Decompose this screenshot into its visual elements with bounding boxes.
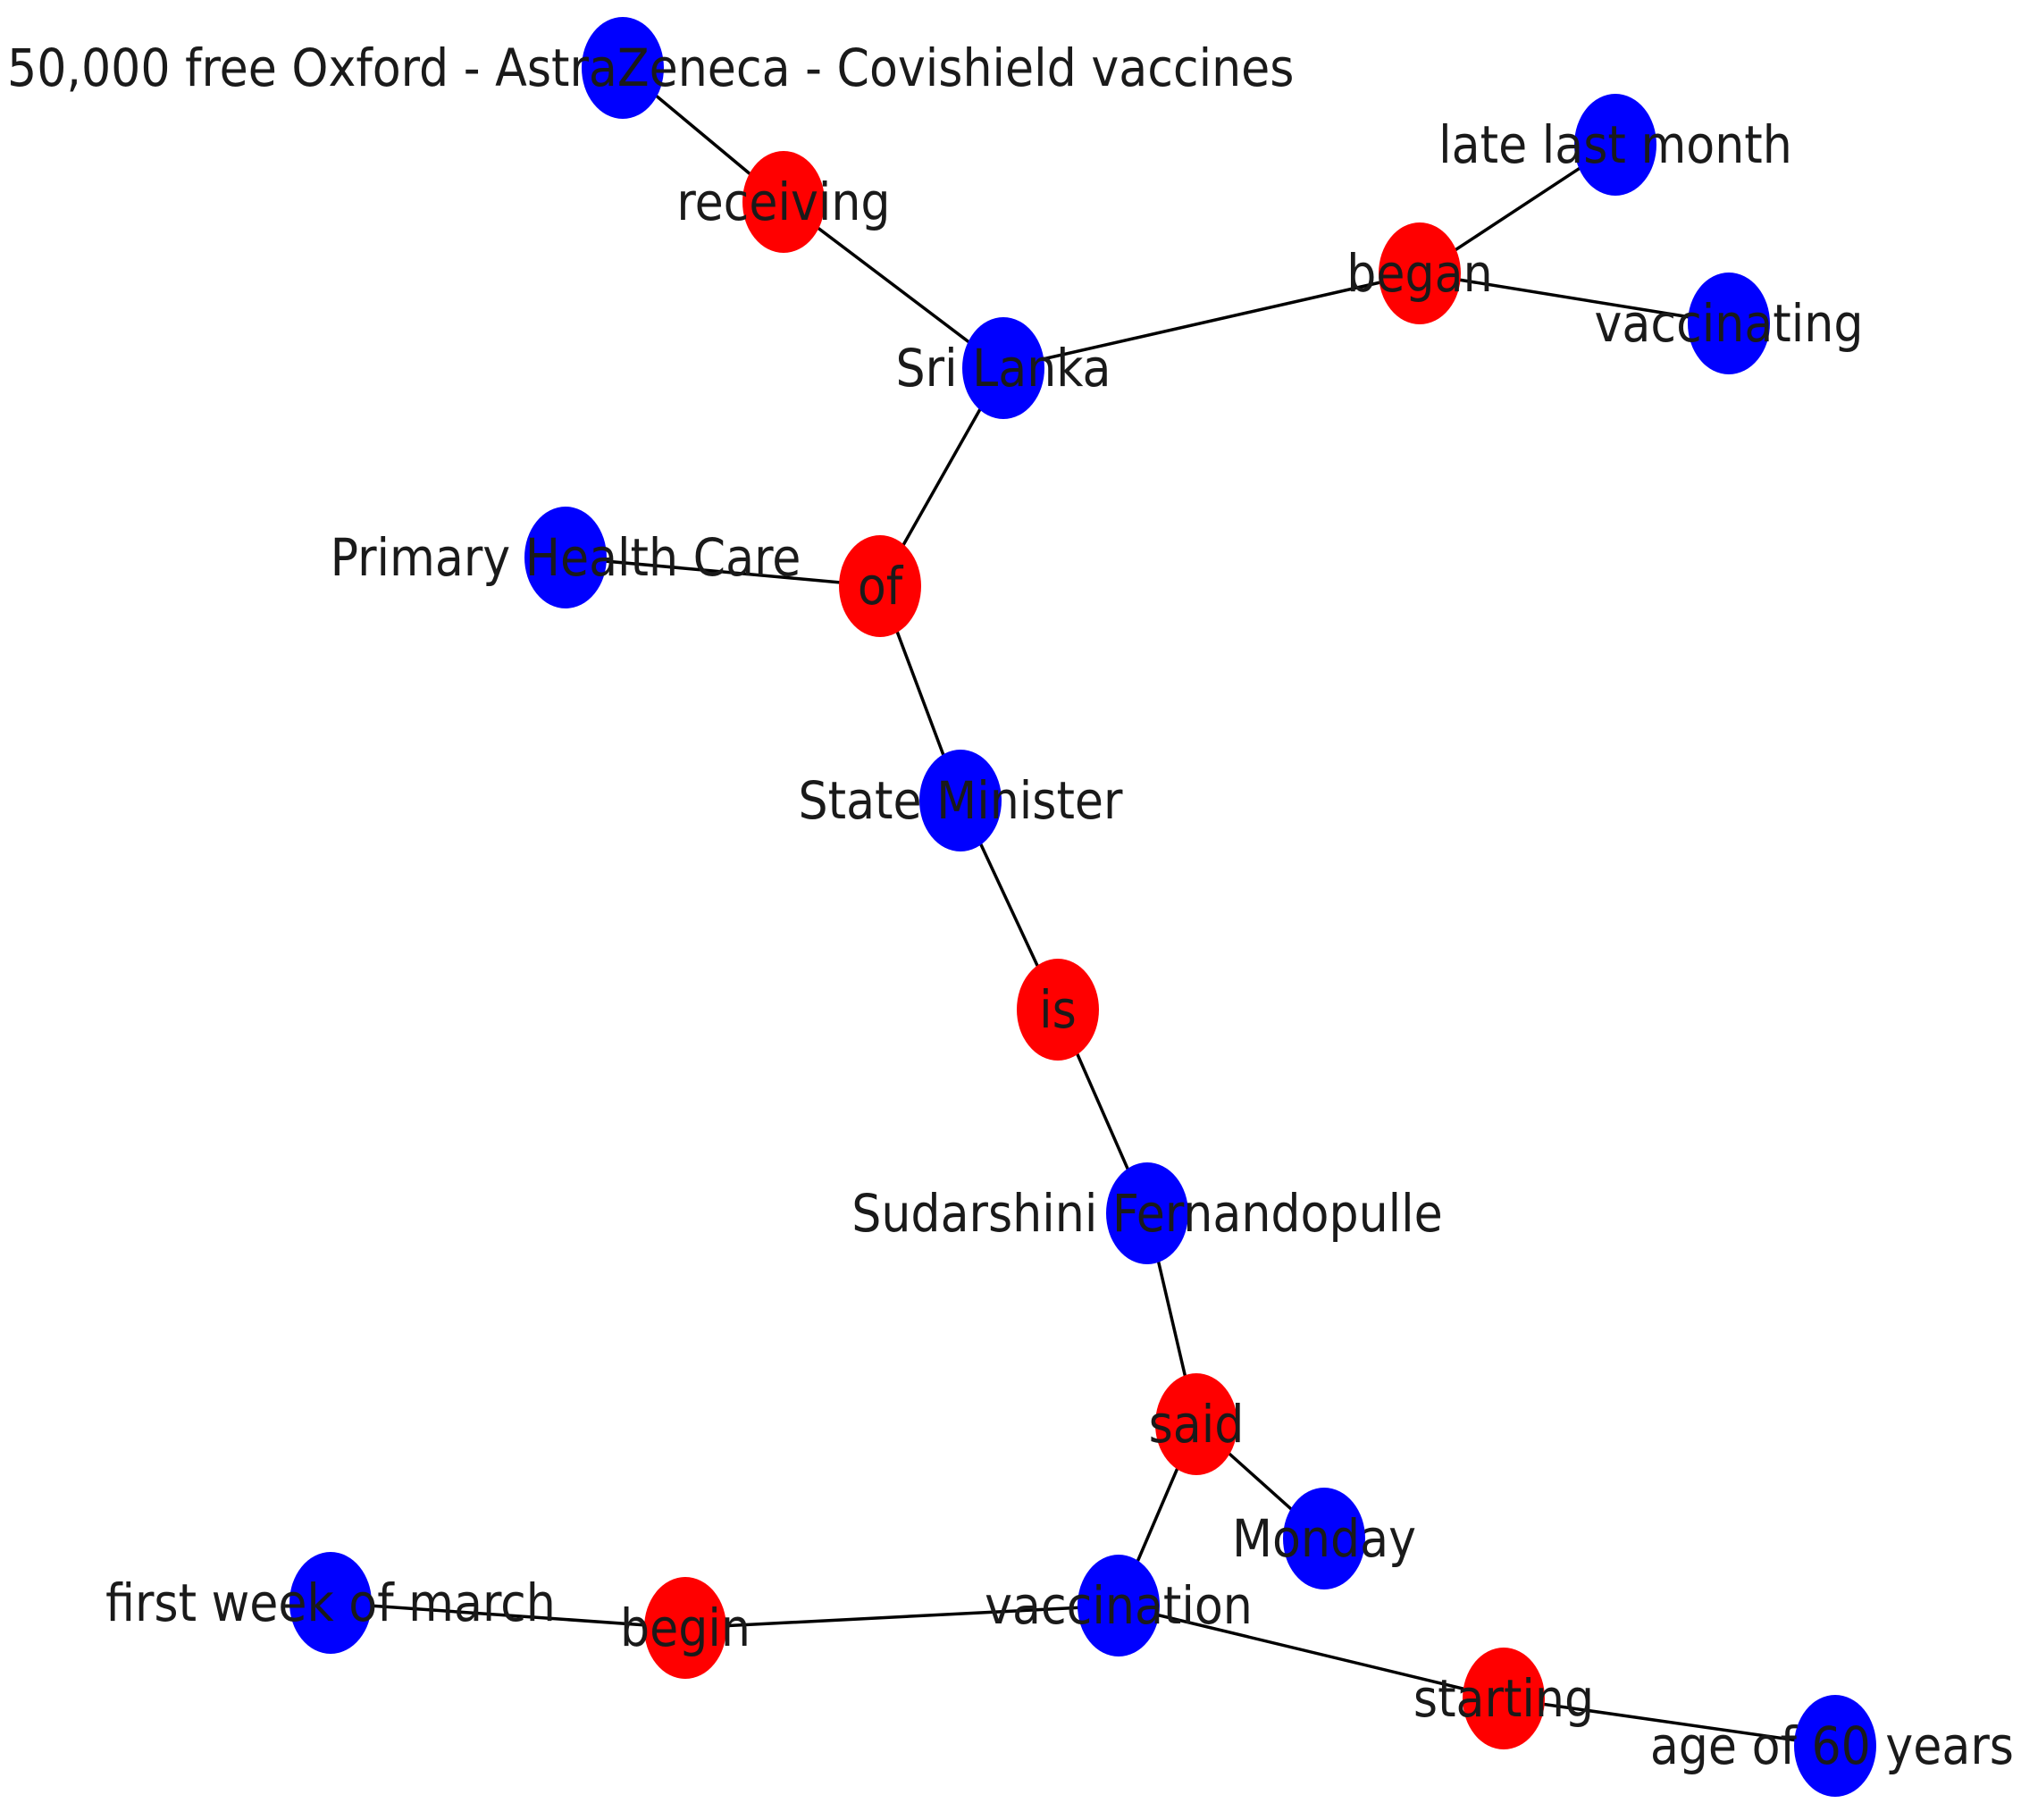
node-label-firstweek: first week of march [105, 1573, 556, 1633]
edge-began-vaccinating [1419, 272, 1730, 325]
node-label-astrazeneca: 50,000 free Oxford - AstraZeneca - Covis… [7, 38, 1294, 98]
node-label-monday: Monday [1232, 1508, 1416, 1569]
node-label-receiving: receiving [676, 172, 890, 232]
node-label-starting: starting [1413, 1668, 1594, 1729]
labels-layer: 50,000 free Oxford - AstraZeneca - Covis… [7, 38, 2014, 1776]
node-label-begin: begin [620, 1598, 751, 1658]
node-firstweek [289, 1552, 372, 1654]
node-receiving [742, 151, 825, 253]
node-vaccinating [1688, 273, 1770, 374]
node-label-began: began [1346, 243, 1492, 304]
node-is [1017, 959, 1099, 1061]
node-of [839, 535, 921, 637]
edge-receiving-srilanka [782, 200, 1005, 370]
node-label-is: is [1039, 979, 1077, 1040]
node-label-srilanka: Sri Lanka [896, 338, 1111, 398]
node-label-stateminister: State Minister [799, 770, 1124, 831]
node-monday [1283, 1488, 1365, 1589]
edge-srilanka-began [1002, 272, 1421, 370]
edge-of-phc [565, 556, 881, 588]
edge-starting-age60 [1503, 1697, 1836, 1748]
node-label-age60: age of 60 years [1650, 1715, 2014, 1776]
node-label-sudarshini: Sudarshini Fernandopulle [851, 1183, 1443, 1244]
node-vaccination [1078, 1555, 1160, 1656]
node-label-said: said [1149, 1394, 1245, 1455]
edge-vaccination-begin [684, 1604, 1120, 1630]
node-label-vaccinating: vaccinating [1595, 293, 1864, 354]
node-said [1155, 1373, 1237, 1475]
node-sudarshini [1106, 1162, 1188, 1264]
node-begin [644, 1577, 726, 1679]
node-label-latelastmonth: late last month [1438, 114, 1792, 175]
node-phc [524, 507, 607, 608]
node-label-of: of [858, 556, 904, 616]
edge-begin-firstweek [330, 1601, 686, 1630]
edge-vaccination-starting [1118, 1604, 1505, 1700]
node-began [1379, 222, 1461, 324]
node-label-phc: Primary Health Care [331, 527, 801, 588]
node-age60 [1794, 1695, 1876, 1797]
nodes-layer [289, 17, 1876, 1797]
node-latelastmonth [1574, 94, 1656, 196]
node-stateminister [919, 750, 1002, 851]
node-label-vaccination: vaccination [985, 1575, 1253, 1636]
node-starting [1463, 1648, 1545, 1749]
node-astrazeneca [582, 17, 664, 119]
node-srilanka [962, 317, 1044, 419]
